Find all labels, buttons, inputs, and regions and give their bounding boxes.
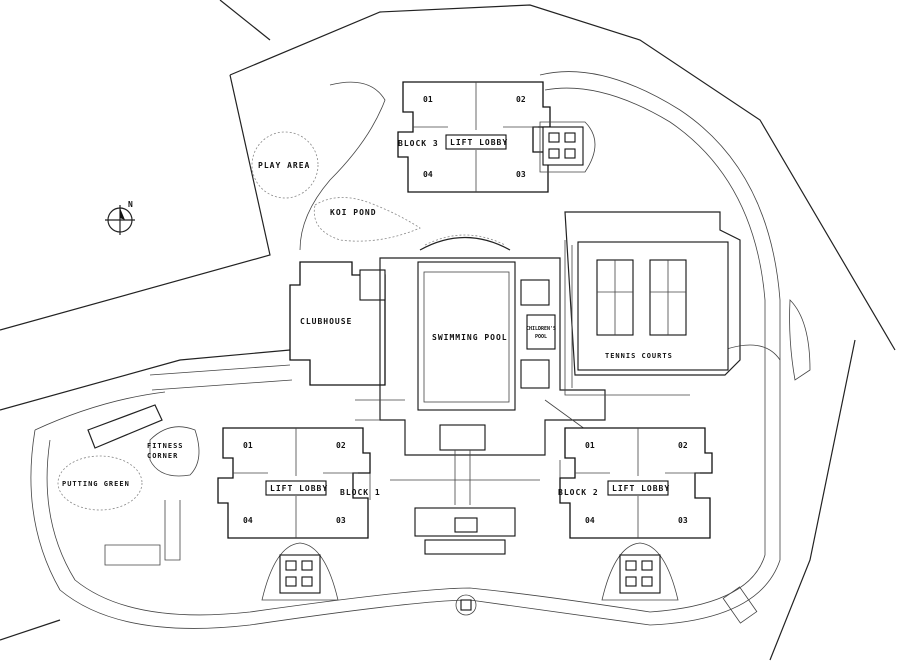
lift-core xyxy=(601,542,679,601)
play-area: PLAY AREA xyxy=(251,81,386,251)
north-label: N xyxy=(128,200,134,209)
unit-number: 04 xyxy=(423,170,433,179)
fitness-corner-label: FITNESS xyxy=(147,442,184,450)
unit-number: 03 xyxy=(678,516,688,525)
putting-green: PUTTING GREEN xyxy=(57,404,181,566)
pool-deck: SWIMMING POOL CHILDREN'S POOL xyxy=(355,234,606,616)
lift-lobby-label: LIFT LOBBY xyxy=(270,484,328,493)
childrens-pool-label-2: POOL xyxy=(535,334,547,340)
unit-number: 04 xyxy=(585,516,595,525)
unit-number: 01 xyxy=(585,441,595,450)
block-2: LIFT LOBBY BLOCK 2 01 02 04 03 xyxy=(558,427,713,601)
block-3: LIFT LOBBY BLOCK 3 01 02 04 03 xyxy=(397,81,596,193)
play-area-label: PLAY AREA xyxy=(258,161,310,170)
block-label: BLOCK 2 xyxy=(558,488,599,497)
unit-number: 02 xyxy=(678,441,688,450)
unit-number: 01 xyxy=(243,441,253,450)
unit-number: 04 xyxy=(243,516,253,525)
clubhouse-label: CLUBHOUSE xyxy=(300,317,352,326)
unit-number: 01 xyxy=(423,95,433,104)
lift-core xyxy=(539,121,596,173)
unit-number: 03 xyxy=(516,170,526,179)
fitness-corner-label-2: CORNER xyxy=(147,452,178,460)
lift-lobby xyxy=(607,480,669,496)
lift-lobby xyxy=(445,134,507,150)
lift-lobby-label: LIFT LOBBY xyxy=(612,484,670,493)
block-1: LIFT LOBBY BLOCK 1 01 02 04 03 xyxy=(217,427,381,601)
lift-lobby-label: LIFT LOBBY xyxy=(450,138,508,147)
lift-lobby xyxy=(265,480,327,496)
tennis-courts: TENNIS COURTS xyxy=(564,211,741,396)
unit-number: 02 xyxy=(516,95,526,104)
putting-green-label: PUTTING GREEN xyxy=(62,480,130,488)
childrens-pool-label: CHILDREN'S xyxy=(526,326,556,332)
block-label: BLOCK 1 xyxy=(340,488,381,497)
unit-number: 02 xyxy=(336,441,346,450)
clubhouse: CLUBHOUSE xyxy=(289,261,386,386)
swimming-pool-label: SWIMMING POOL xyxy=(432,333,508,342)
block-label: BLOCK 3 xyxy=(398,139,439,148)
koi-pond: KOI POND xyxy=(313,197,421,242)
tennis-courts-label: TENNIS COURTS xyxy=(605,352,673,360)
koi-pond-label: KOI POND xyxy=(330,208,377,217)
fitness-corner: FITNESS CORNER xyxy=(147,426,200,477)
north-compass-icon: N xyxy=(105,200,135,235)
lift-core xyxy=(261,542,339,601)
unit-number: 03 xyxy=(336,516,346,525)
